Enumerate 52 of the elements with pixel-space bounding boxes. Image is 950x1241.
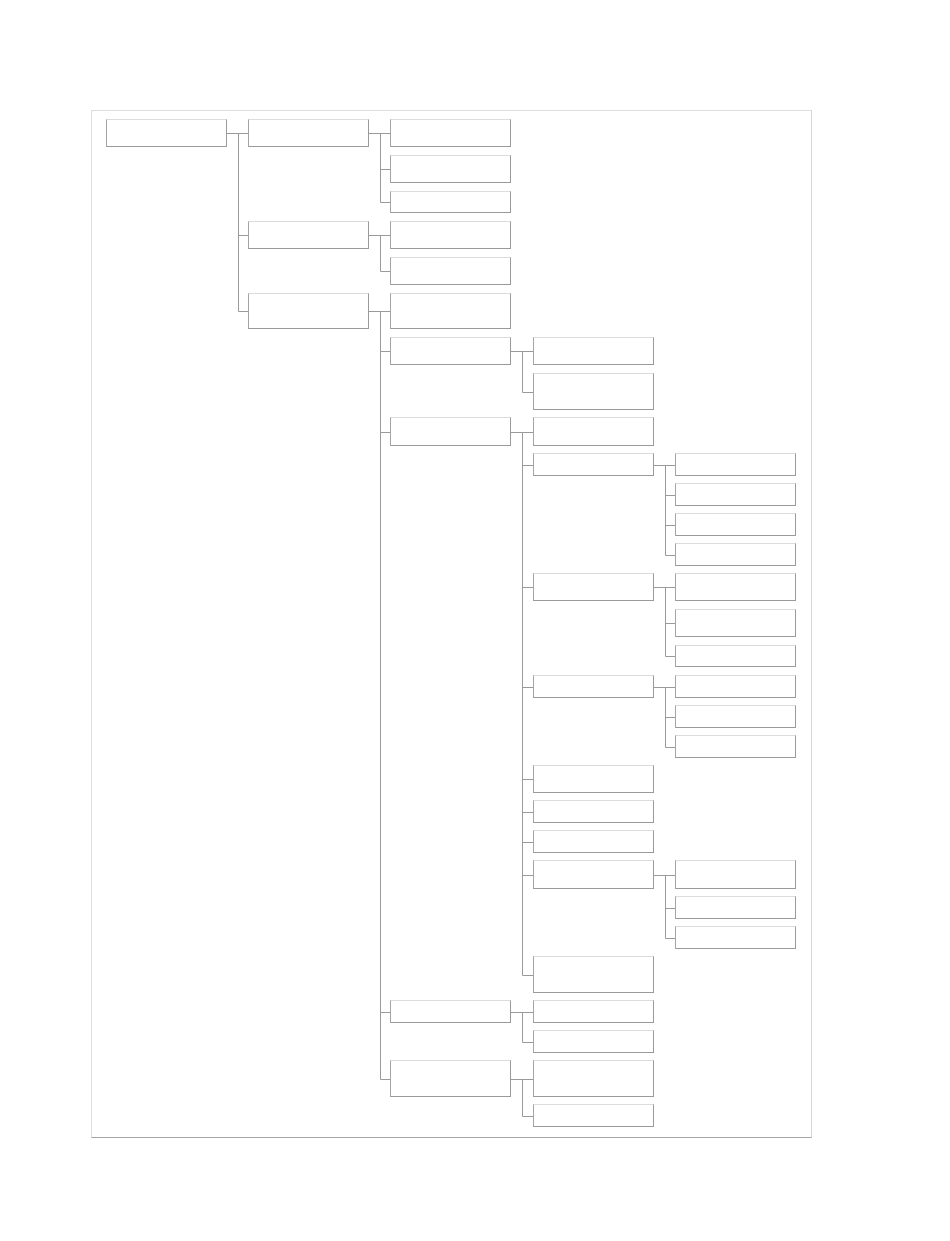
empty-box: [533, 1104, 654, 1127]
empty-box: [390, 119, 511, 147]
empty-box: [675, 860, 796, 889]
empty-box: [675, 645, 796, 667]
connector-line: [226, 133, 249, 312]
empty-box: [675, 513, 796, 536]
connector-line: [368, 133, 391, 203]
empty-box: [675, 705, 796, 728]
empty-box: [533, 1030, 654, 1053]
connector-line: [510, 1012, 534, 1043]
empty-box: [675, 453, 796, 476]
empty-box: [533, 1060, 654, 1097]
empty-box: [248, 221, 369, 249]
empty-box: [675, 609, 796, 637]
empty-box: [248, 293, 369, 329]
empty-box: [533, 765, 654, 793]
empty-box: [675, 483, 796, 506]
connector-line: [510, 1079, 534, 1117]
empty-box: [675, 735, 796, 758]
connector-line: [653, 687, 676, 748]
empty-box: [248, 119, 369, 147]
empty-box: [390, 155, 511, 183]
connector-line: [368, 235, 391, 272]
empty-box: [533, 573, 654, 601]
empty-box: [390, 417, 511, 446]
empty-box: [675, 573, 796, 601]
empty-box: [533, 417, 654, 446]
empty-box: [533, 675, 654, 698]
connector-line: [653, 465, 676, 556]
empty-box: [533, 800, 654, 823]
connector-line: [653, 875, 676, 939]
empty-box: [533, 453, 654, 476]
empty-box: [533, 337, 654, 365]
empty-box: [533, 830, 654, 853]
empty-box: [390, 1060, 511, 1097]
empty-box: [533, 1000, 654, 1023]
connector-line: [510, 351, 534, 393]
empty-box: [390, 293, 511, 329]
empty-box: [106, 119, 227, 147]
empty-box: [533, 373, 654, 410]
connector-line: [653, 587, 676, 657]
empty-box: [390, 337, 511, 365]
empty-box: [675, 896, 796, 919]
empty-box: [675, 543, 796, 566]
empty-box: [533, 860, 654, 889]
empty-box: [390, 1000, 511, 1023]
empty-box: [533, 956, 654, 993]
empty-box: [390, 191, 511, 213]
empty-box: [675, 926, 796, 949]
empty-box: [390, 221, 511, 249]
empty-box: [675, 675, 796, 698]
empty-box: [390, 257, 511, 285]
